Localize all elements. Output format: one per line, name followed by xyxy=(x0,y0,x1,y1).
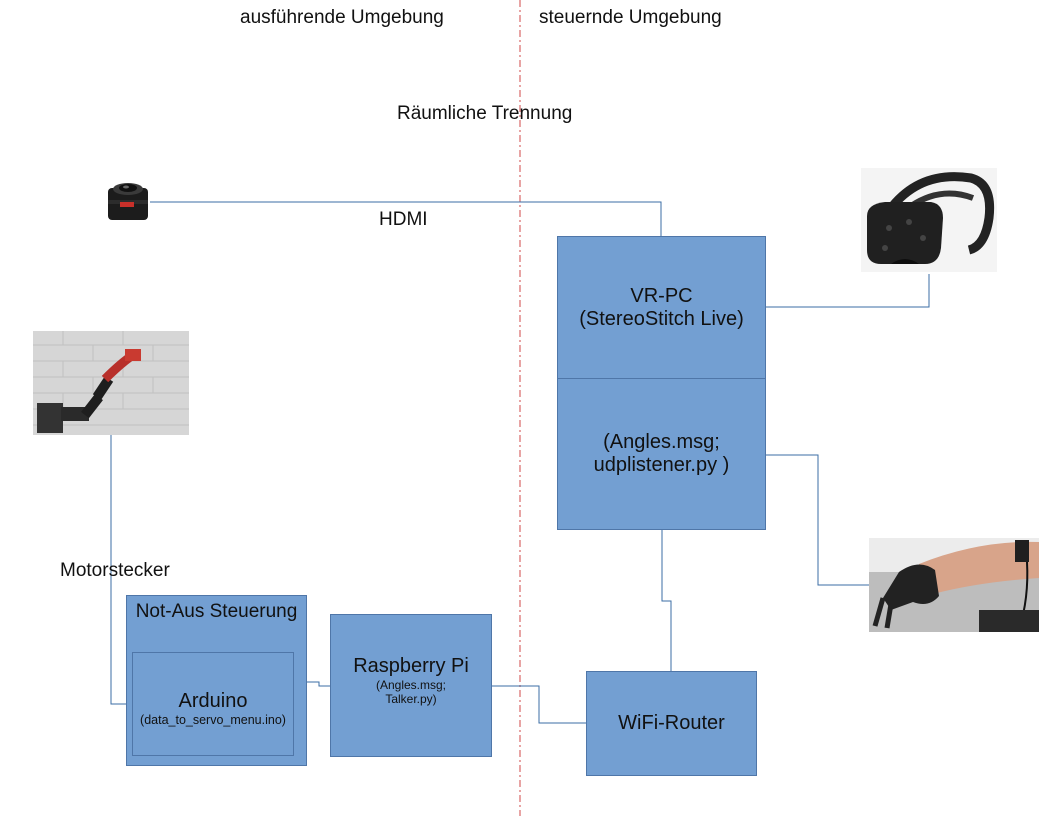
header-left: ausführende Umgebung xyxy=(240,7,444,28)
raspberry-line2: Talker.py) xyxy=(385,692,437,706)
motor-label: Motorstecker xyxy=(60,560,170,581)
glove-line xyxy=(766,454,870,586)
raspberry-router-line xyxy=(492,685,586,724)
router-line xyxy=(661,530,672,671)
not-aus-title: Not-Aus Steuerung xyxy=(135,601,298,622)
vr-headset-icon xyxy=(861,168,997,272)
vr-pc-title: VR-PC xyxy=(630,284,693,307)
separation-label: Räumliche Trennung xyxy=(397,103,573,124)
arduino-subtitle: (data_to_servo_menu.ino) xyxy=(140,712,286,727)
headset-line xyxy=(766,274,930,308)
angles-box: (Angles.msg; udplistener.py ) xyxy=(557,378,766,530)
vr-pc-subtitle: (StereoStitch Live) xyxy=(579,307,744,330)
arduino-raspberry-line xyxy=(306,681,331,687)
angles-line2: udplistener.py ) xyxy=(593,454,730,476)
arduino-title: Arduino xyxy=(178,689,248,712)
hdmi-line xyxy=(150,201,662,236)
router-title: WiFi-Router xyxy=(618,712,725,734)
raspberry-line1: (Angles.msg; xyxy=(375,678,447,692)
vr-pc-box: VR-PC (StereoStitch Live) xyxy=(557,236,766,379)
hdmi-label: HDMI xyxy=(379,209,428,230)
wifi-router-box: WiFi-Router xyxy=(586,671,757,776)
arduino-box: Arduino (data_to_servo_menu.ino) xyxy=(132,652,294,756)
header-right: steuernde Umgebung xyxy=(539,7,722,28)
robot-arm-photo xyxy=(33,331,189,435)
motor-line xyxy=(110,435,133,705)
raspberry-pi-box: Raspberry Pi (Angles.msg; Talker.py) xyxy=(330,614,492,757)
raspberry-title: Raspberry Pi xyxy=(353,655,469,677)
data-glove-photo xyxy=(869,538,1039,632)
camera-icon xyxy=(106,180,150,222)
angles-line1: (Angles.msg; xyxy=(603,431,720,453)
